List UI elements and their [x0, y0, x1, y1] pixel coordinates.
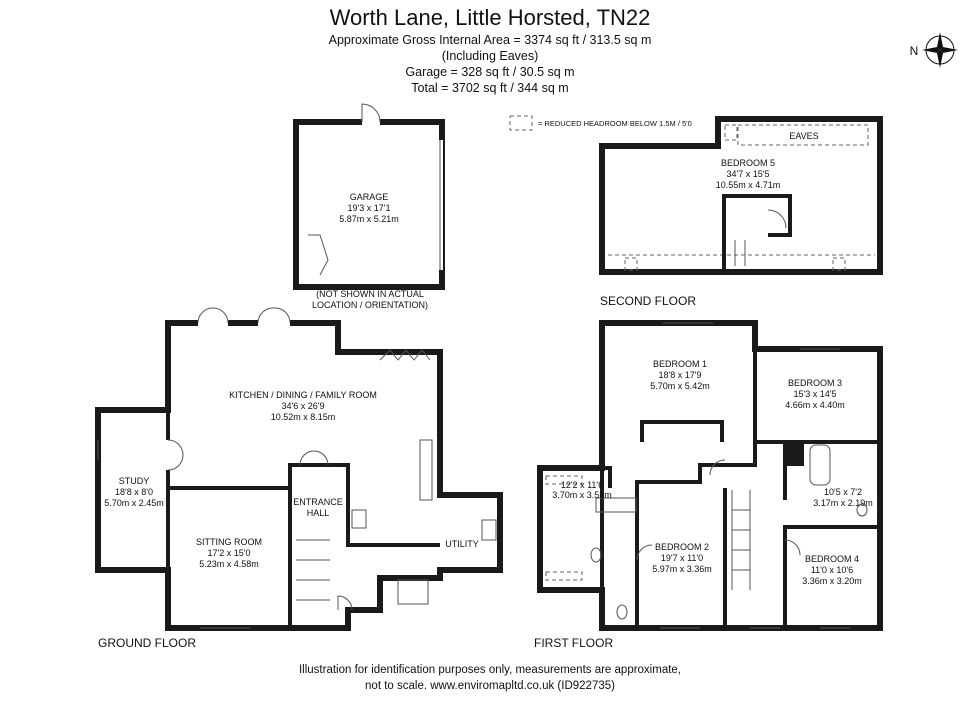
- bathroom-metric: 3.17m x 2.19m: [813, 498, 873, 508]
- study-name: STUDY: [119, 476, 150, 486]
- north-label: N: [910, 44, 919, 58]
- ground-floor-label: GROUND FLOOR: [98, 636, 196, 650]
- bedroom1-imperial: 18'8 x 17'9: [659, 370, 702, 380]
- bedroom5-name: BEDROOM 5: [721, 158, 775, 168]
- garage-note: LOCATION / ORIENTATION): [312, 300, 428, 310]
- area-line: Approximate Gross Internal Area = 3374 s…: [329, 33, 652, 47]
- headroom-legend-text: = REDUCED HEADROOM BELOW 1.5M / 5'0: [538, 119, 692, 128]
- second-floor-plan: [599, 116, 883, 275]
- area-line: Total = 3702 sq ft / 344 sq m: [411, 81, 568, 95]
- bathroom-imperial: 10'5 x 7'2: [824, 487, 862, 497]
- kitchen-name: KITCHEN / DINING / FAMILY ROOM: [229, 390, 377, 400]
- bedroom5-metric: 10.55m x 4.71m: [716, 180, 781, 190]
- plan-title: Worth Lane, Little Horsted, TN22: [330, 5, 651, 30]
- bedroom2-imperial: 19'7 x 11'0: [661, 553, 703, 563]
- garage-name: GARAGE: [350, 192, 389, 202]
- first-floor-label: FIRST FLOOR: [534, 636, 613, 650]
- kitchen-imperial: 34'6 x 26'9: [282, 401, 325, 411]
- hall-name: HALL: [307, 508, 330, 518]
- bedroom4-imperial: 11'0 x 10'6: [811, 565, 853, 575]
- ensuite-imperial: 12'2 x 11'6: [561, 480, 603, 490]
- hall-name: ENTRANCE: [293, 497, 343, 507]
- headroom-legend-swatch: [509, 115, 533, 131]
- garage-plan: [293, 103, 445, 290]
- bedroom5-imperial: 34'7 x 15'5: [727, 169, 770, 179]
- second-floor-label: SECOND FLOOR: [600, 294, 696, 308]
- sitting-room-metric: 5.23m x 4.58m: [199, 559, 259, 569]
- bedroom3-metric: 4.66m x 4.40m: [785, 400, 845, 410]
- compass-rose-icon: [922, 32, 958, 68]
- bedroom2-name: BEDROOM 2: [655, 542, 709, 552]
- study-imperial: 18'8 x 8'0: [115, 487, 153, 497]
- disclaimer-line: not to scale. www.enviromapltd.co.uk (ID…: [365, 680, 615, 692]
- kitchen-metric: 10.52m x 8.15m: [271, 412, 336, 422]
- bedroom3-imperial: 15'3 x 14'5: [794, 389, 837, 399]
- bedroom1-metric: 5.70m x 5.42m: [650, 381, 710, 391]
- bedroom2-metric: 5.97m x 3.36m: [652, 564, 712, 574]
- garage-metric: 5.87m x 5.21m: [339, 214, 399, 224]
- utility-name: UTILITY: [445, 539, 479, 549]
- garage-note: (NOT SHOWN IN ACTUAL: [316, 289, 424, 299]
- disclaimer-line: Illustration for identification purposes…: [299, 664, 681, 676]
- eaves-label: EAVES: [789, 131, 818, 141]
- study-metric: 5.70m x 2.45m: [104, 498, 164, 508]
- sitting-room-imperial: 17'2 x 15'0: [208, 548, 251, 558]
- bedroom1-name: BEDROOM 1: [653, 359, 707, 369]
- ensuite-metric: 3.70m x 3.51m: [552, 490, 612, 500]
- area-line: (Including Eaves): [442, 49, 539, 63]
- garage-imperial: 19'3 x 17'1: [348, 203, 391, 213]
- bedroom3-name: BEDROOM 3: [788, 378, 842, 388]
- area-line: Garage = 328 sq ft / 30.5 sq m: [405, 65, 574, 79]
- first-floor-plan: [537, 320, 883, 631]
- bedroom4-name: BEDROOM 4: [805, 554, 859, 564]
- sitting-room-name: SITTING ROOM: [196, 537, 262, 547]
- bedroom4-metric: 3.36m x 3.20m: [802, 576, 862, 586]
- ground-floor-plan: [95, 307, 503, 631]
